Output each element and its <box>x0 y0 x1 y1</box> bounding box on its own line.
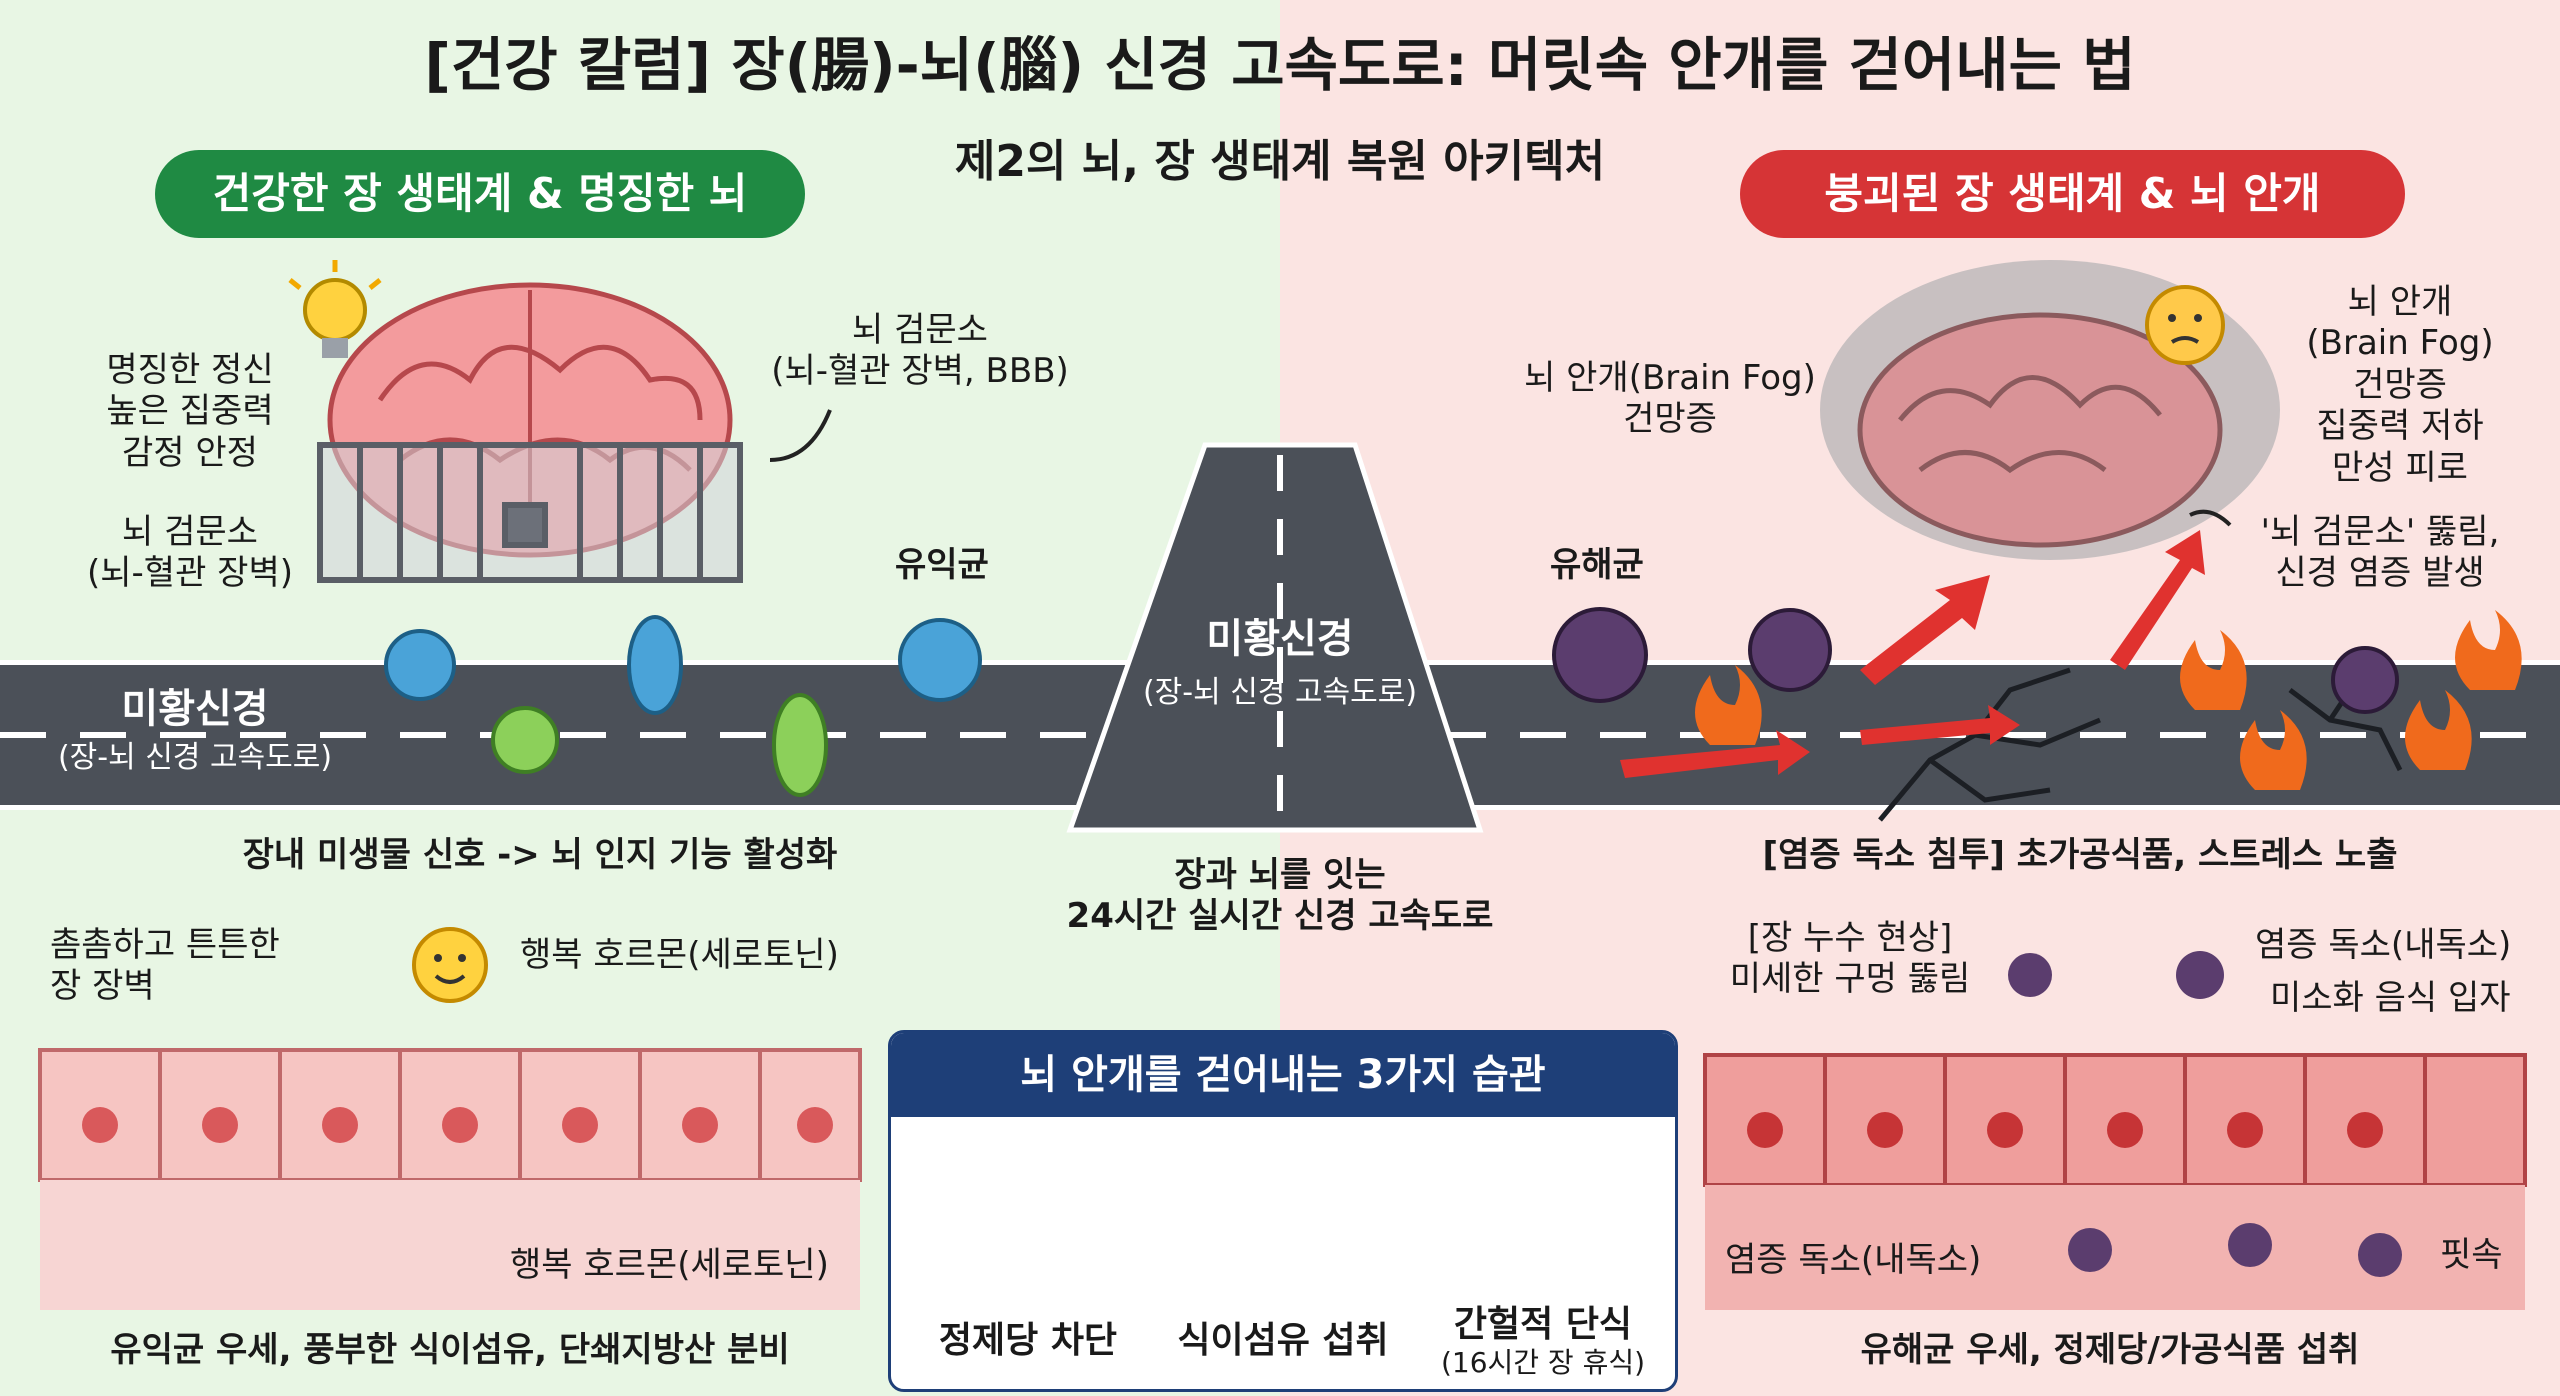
vagus-sublabel-left: (장-뇌 신경 고속도로) <box>57 740 333 775</box>
brain-fog-label-left: 뇌 안개(Brain Fog) 건망증 <box>1500 358 1840 441</box>
symptom-line: 건망증 <box>2353 364 2447 405</box>
page-subtitle: 제2의 뇌, 장 생태계 복원 아키텍처 <box>954 136 1606 187</box>
serotonin-label-bottom: 행복 호르몬(세로토닌) <box>510 1245 829 1285</box>
undigested-particles-label: 미소화 음식 입자 <box>2270 978 2511 1018</box>
gut-wall-line: 촘촘하고 튼튼한 <box>50 925 280 965</box>
habits-title: 뇌 안개를 걷어내는 3가지 습관 <box>891 1033 1675 1117</box>
bbb-label-line: (뇌-혈관 장벽) <box>86 553 293 594</box>
habit-fiber: 식이섬유 섭취 <box>1177 1320 1389 1361</box>
unhealthy-footer: 유해균 우세, 정제당/가공식품 섭취 <box>1860 1330 2360 1370</box>
symptom-line: 만성 피로 <box>2332 447 2468 488</box>
bbb-broken-label: '뇌 검문소' 뚫림, 신경 염증 발생 <box>2240 512 2520 595</box>
unhealthy-section-heading: 붕괴된 장 생태계 & 뇌 안개 <box>1740 150 2405 238</box>
brain-fog-symptoms: 뇌 안개 (Brain Fog) 건망증 집중력 저하 만성 피로 <box>2290 282 2510 489</box>
endotoxin-label-bottom: 염증 독소(내독소) <box>1725 1240 1982 1280</box>
callout-arrow <box>2189 509 2232 527</box>
bbb-callout-line: 뇌 검문소 <box>852 310 988 350</box>
bbb-callout: 뇌 검문소 (뇌-혈관 장벽, BBB) <box>730 310 1110 393</box>
blood-brain-barrier-gate <box>317 442 743 583</box>
endotoxin-label-top: 염증 독소(내독소) <box>2255 925 2512 965</box>
gut-wall-label: 촘촘하고 튼튼한 장 장벽 <box>50 925 280 1008</box>
bbb-label-line: 뇌 검문소 <box>122 512 258 552</box>
pathogens-label: 유해균 <box>1550 545 1644 585</box>
healthy-footer: 유익균 우세, 풍부한 식이섬유, 단쇄지방산 분비 <box>110 1330 790 1370</box>
lightbulb-icon <box>288 260 382 358</box>
road-crack <box>1878 667 2403 822</box>
serotonin-label-top: 행복 호르몬(세로토닌) <box>520 935 839 975</box>
vagus-sublabel-center: (장-뇌 신경 고속도로) <box>1142 675 1418 710</box>
brain-fog-line: 건망증 <box>1623 399 1717 440</box>
inflammation-arrows <box>1620 530 2205 778</box>
signal-caption: 장내 미생물 신호 -> 뇌 인지 기능 활성화 <box>242 835 838 875</box>
leaky-gut-line: 미세한 구멍 뚫림 <box>1729 959 1971 1000</box>
healthy-section-heading: 건강한 장 생태계 & 명징한 뇌 <box>155 150 805 238</box>
mind-benefits: 명징한 정신 높은 집중력 감정 안정 <box>90 350 290 474</box>
probiotic-microbes <box>384 615 982 797</box>
callout-arrow <box>769 409 832 462</box>
mind-benefit: 감정 안정 <box>122 432 258 473</box>
smiling-serotonin-icon <box>412 927 488 1003</box>
flame-icons <box>1695 610 2522 790</box>
confused-face-icon <box>2145 285 2225 365</box>
symptom-line: 집중력 저하 <box>2316 406 2484 447</box>
highway-caption-line: 24시간 실시간 신경 고속도로 <box>1066 896 1494 937</box>
gut-wall-line: 장 장벽 <box>50 966 155 1007</box>
habit-fasting-sub: (16시간 장 휴식) <box>1440 1346 1646 1379</box>
habits-panel: 뇌 안개를 걷어내는 3가지 습관 정제당 차단 식이섬유 섭취 간헐적 단식 … <box>888 1030 1678 1392</box>
healthy-gut-wall <box>38 1048 862 1310</box>
mind-benefit: 명징한 정신 <box>106 350 274 390</box>
bbb-callout-line: (뇌-혈관 장벽, BBB) <box>771 351 1069 392</box>
leaky-gut-label: [장 누수 현상] 미세한 구멍 뚫림 <box>1700 918 2000 1001</box>
bbb-broken-line: '뇌 검문소' 뚫림, <box>2260 512 2500 552</box>
pathogen-microbes <box>1552 607 2399 714</box>
page-title: [건강 칼럼] 장(腸)-뇌(腦) 신경 고속도로: 머릿속 안개를 걷어내는 … <box>424 31 2136 99</box>
bbb-broken-line: 신경 염증 발생 <box>2275 553 2485 594</box>
vagus-label-center: 미황신경 <box>1206 616 1354 662</box>
bloodstream-label: 핏속 <box>2440 1235 2503 1275</box>
habit-fasting: 간헐적 단식 <box>1453 1304 1633 1345</box>
leaky-gut-line: [장 누수 현상] <box>1747 918 1953 958</box>
highway-caption: 장과 뇌를 잇는 24시간 실시간 신경 고속도로 <box>1010 855 1550 938</box>
invasion-caption: [염증 독소 침투] 초가공식품, 스트레스 노출 <box>1762 835 2398 875</box>
highway-caption-line: 장과 뇌를 잇는 <box>1174 855 1386 895</box>
vagus-label-left: 미황신경 <box>121 686 269 732</box>
leaky-gut-wall <box>1703 951 2527 1310</box>
symptom-line: (Brain Fog) <box>2306 323 2494 364</box>
bbb-label-left: 뇌 검문소 (뇌-혈관 장벽) <box>65 512 315 595</box>
probiotics-label: 유익균 <box>895 545 989 585</box>
symptom-line: 뇌 안개 <box>2347 282 2453 322</box>
habit-no-sugar: 정제당 차단 <box>938 1320 1118 1361</box>
mind-benefit: 높은 집중력 <box>106 391 274 432</box>
brain-fog-line: 뇌 안개(Brain Fog) <box>1524 358 1816 398</box>
